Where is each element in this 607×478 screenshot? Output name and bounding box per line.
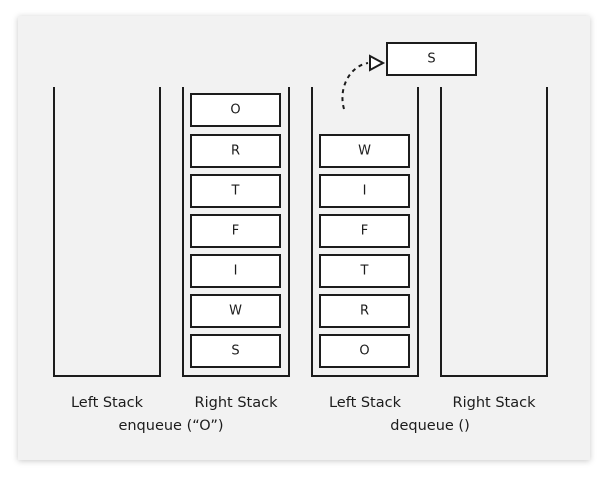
stack-container-right-2 — [440, 87, 548, 377]
diagram-card — [18, 16, 590, 460]
dequeued-item-label: S — [427, 52, 435, 67]
stack-item: O — [319, 334, 410, 368]
stack-item-label: R — [360, 304, 369, 319]
stack-item-label: W — [358, 144, 371, 159]
stack-container-left-1 — [53, 87, 161, 377]
stack-item: R — [190, 134, 281, 168]
stack-item-label: I — [234, 264, 238, 279]
stack-item: W — [190, 294, 281, 328]
stack-item: S — [190, 334, 281, 368]
arrow-head-icon — [369, 54, 386, 72]
stack-label-right-2: Right Stack — [453, 395, 537, 411]
stack-item: W — [319, 134, 410, 168]
stack-item: I — [319, 174, 410, 208]
stack-item-label: F — [232, 224, 239, 239]
stack-item: I — [190, 254, 281, 288]
stack-label-right-1: Right Stack — [195, 395, 279, 411]
stack-item-label: F — [361, 224, 368, 239]
dequeue-arrow — [341, 54, 386, 110]
stack-item: T — [319, 254, 410, 288]
stack-item: R — [319, 294, 410, 328]
stack-label-left-2: Left Stack — [329, 395, 402, 411]
stack-item-label: R — [231, 144, 240, 159]
stack-item-label: T — [231, 184, 240, 199]
stack-item-label: T — [360, 264, 369, 279]
stack-item-label: I — [363, 184, 367, 199]
dequeued-item: S — [386, 42, 477, 76]
stack-item-label: W — [229, 304, 242, 319]
stack-item: T — [190, 174, 281, 208]
operation-label-enqueue: enqueue (“O”) — [118, 418, 223, 434]
left-stack-2-items: W I F T R O — [319, 134, 410, 368]
stack-item: O — [190, 93, 281, 127]
stack-item-label: O — [359, 344, 369, 359]
stack-container-right-1 — [182, 87, 290, 377]
stack-item-label: O — [230, 103, 240, 118]
right-stack-1-items: O R T F I W S — [190, 93, 281, 368]
stack-item: F — [319, 214, 410, 248]
stack-label-left-1: Left Stack — [71, 395, 144, 411]
stack-item-label: S — [231, 344, 239, 359]
operation-label-dequeue: dequeue () — [390, 418, 469, 434]
stack-container-left-2 — [311, 87, 419, 377]
stack-item: F — [190, 214, 281, 248]
